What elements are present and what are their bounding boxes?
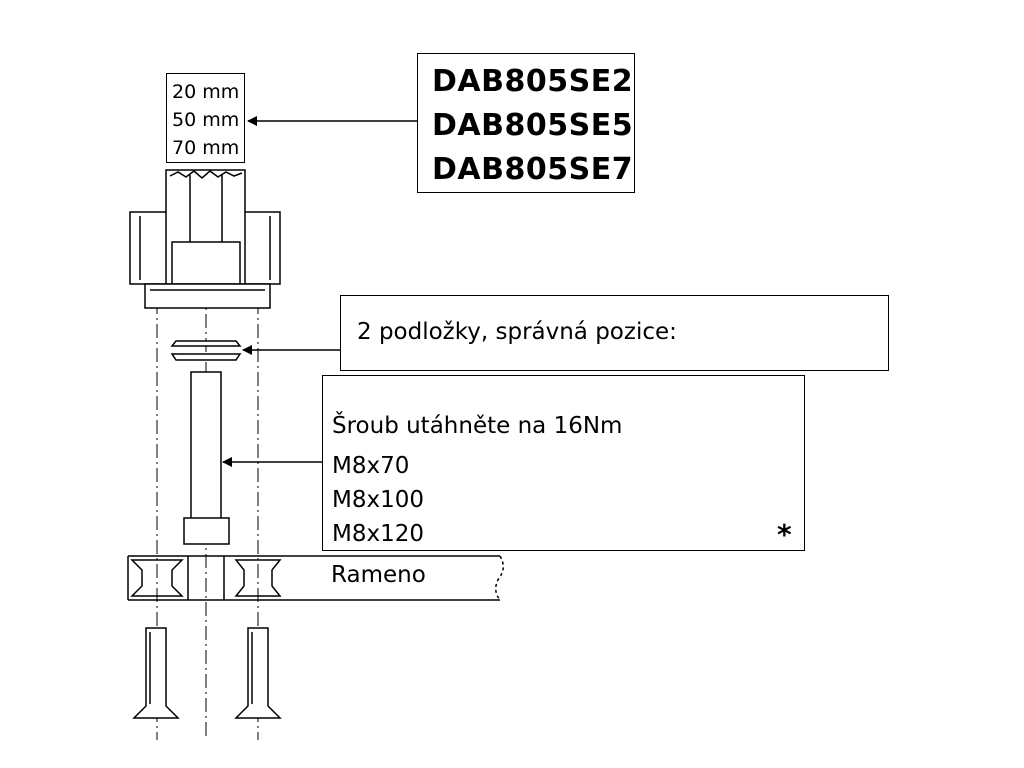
product-codes-box: DAB805SE2 DAB805SE5 DAB805SE7 bbox=[417, 53, 635, 193]
product-code: DAB805SE2 bbox=[432, 64, 634, 99]
size-item: 50 mm bbox=[172, 109, 240, 131]
countersunk-screws bbox=[132, 627, 282, 719]
bolt-part bbox=[183, 371, 230, 545]
arm-label: Rameno bbox=[331, 562, 426, 588]
bolt-size: M8x120 bbox=[332, 521, 424, 547]
note-marker: * bbox=[777, 518, 792, 551]
washers-callout: 2 podložky, správná pozice: bbox=[340, 295, 889, 371]
mounting-block bbox=[129, 169, 281, 309]
product-code: DAB805SE7 bbox=[432, 152, 634, 187]
bolt-callout: Šroub utáhněte na 16Nm M8x70 M8x100 M8x1… bbox=[322, 375, 805, 551]
product-code: DAB805SE5 bbox=[432, 108, 634, 143]
washer-parts bbox=[170, 340, 242, 361]
torque-instruction: Šroub utáhněte na 16Nm bbox=[332, 413, 623, 439]
size-item: 70 mm bbox=[172, 137, 240, 159]
size-list: 20 mm 50 mm 70 mm bbox=[166, 73, 245, 163]
arm-part bbox=[127, 555, 504, 601]
bolt-size: M8x100 bbox=[332, 487, 424, 513]
washers-label: 2 podložky, správná pozice: bbox=[357, 319, 677, 345]
size-item: 20 mm bbox=[172, 81, 240, 103]
bolt-size: M8x70 bbox=[332, 453, 410, 479]
leader-arrows bbox=[222, 116, 417, 467]
